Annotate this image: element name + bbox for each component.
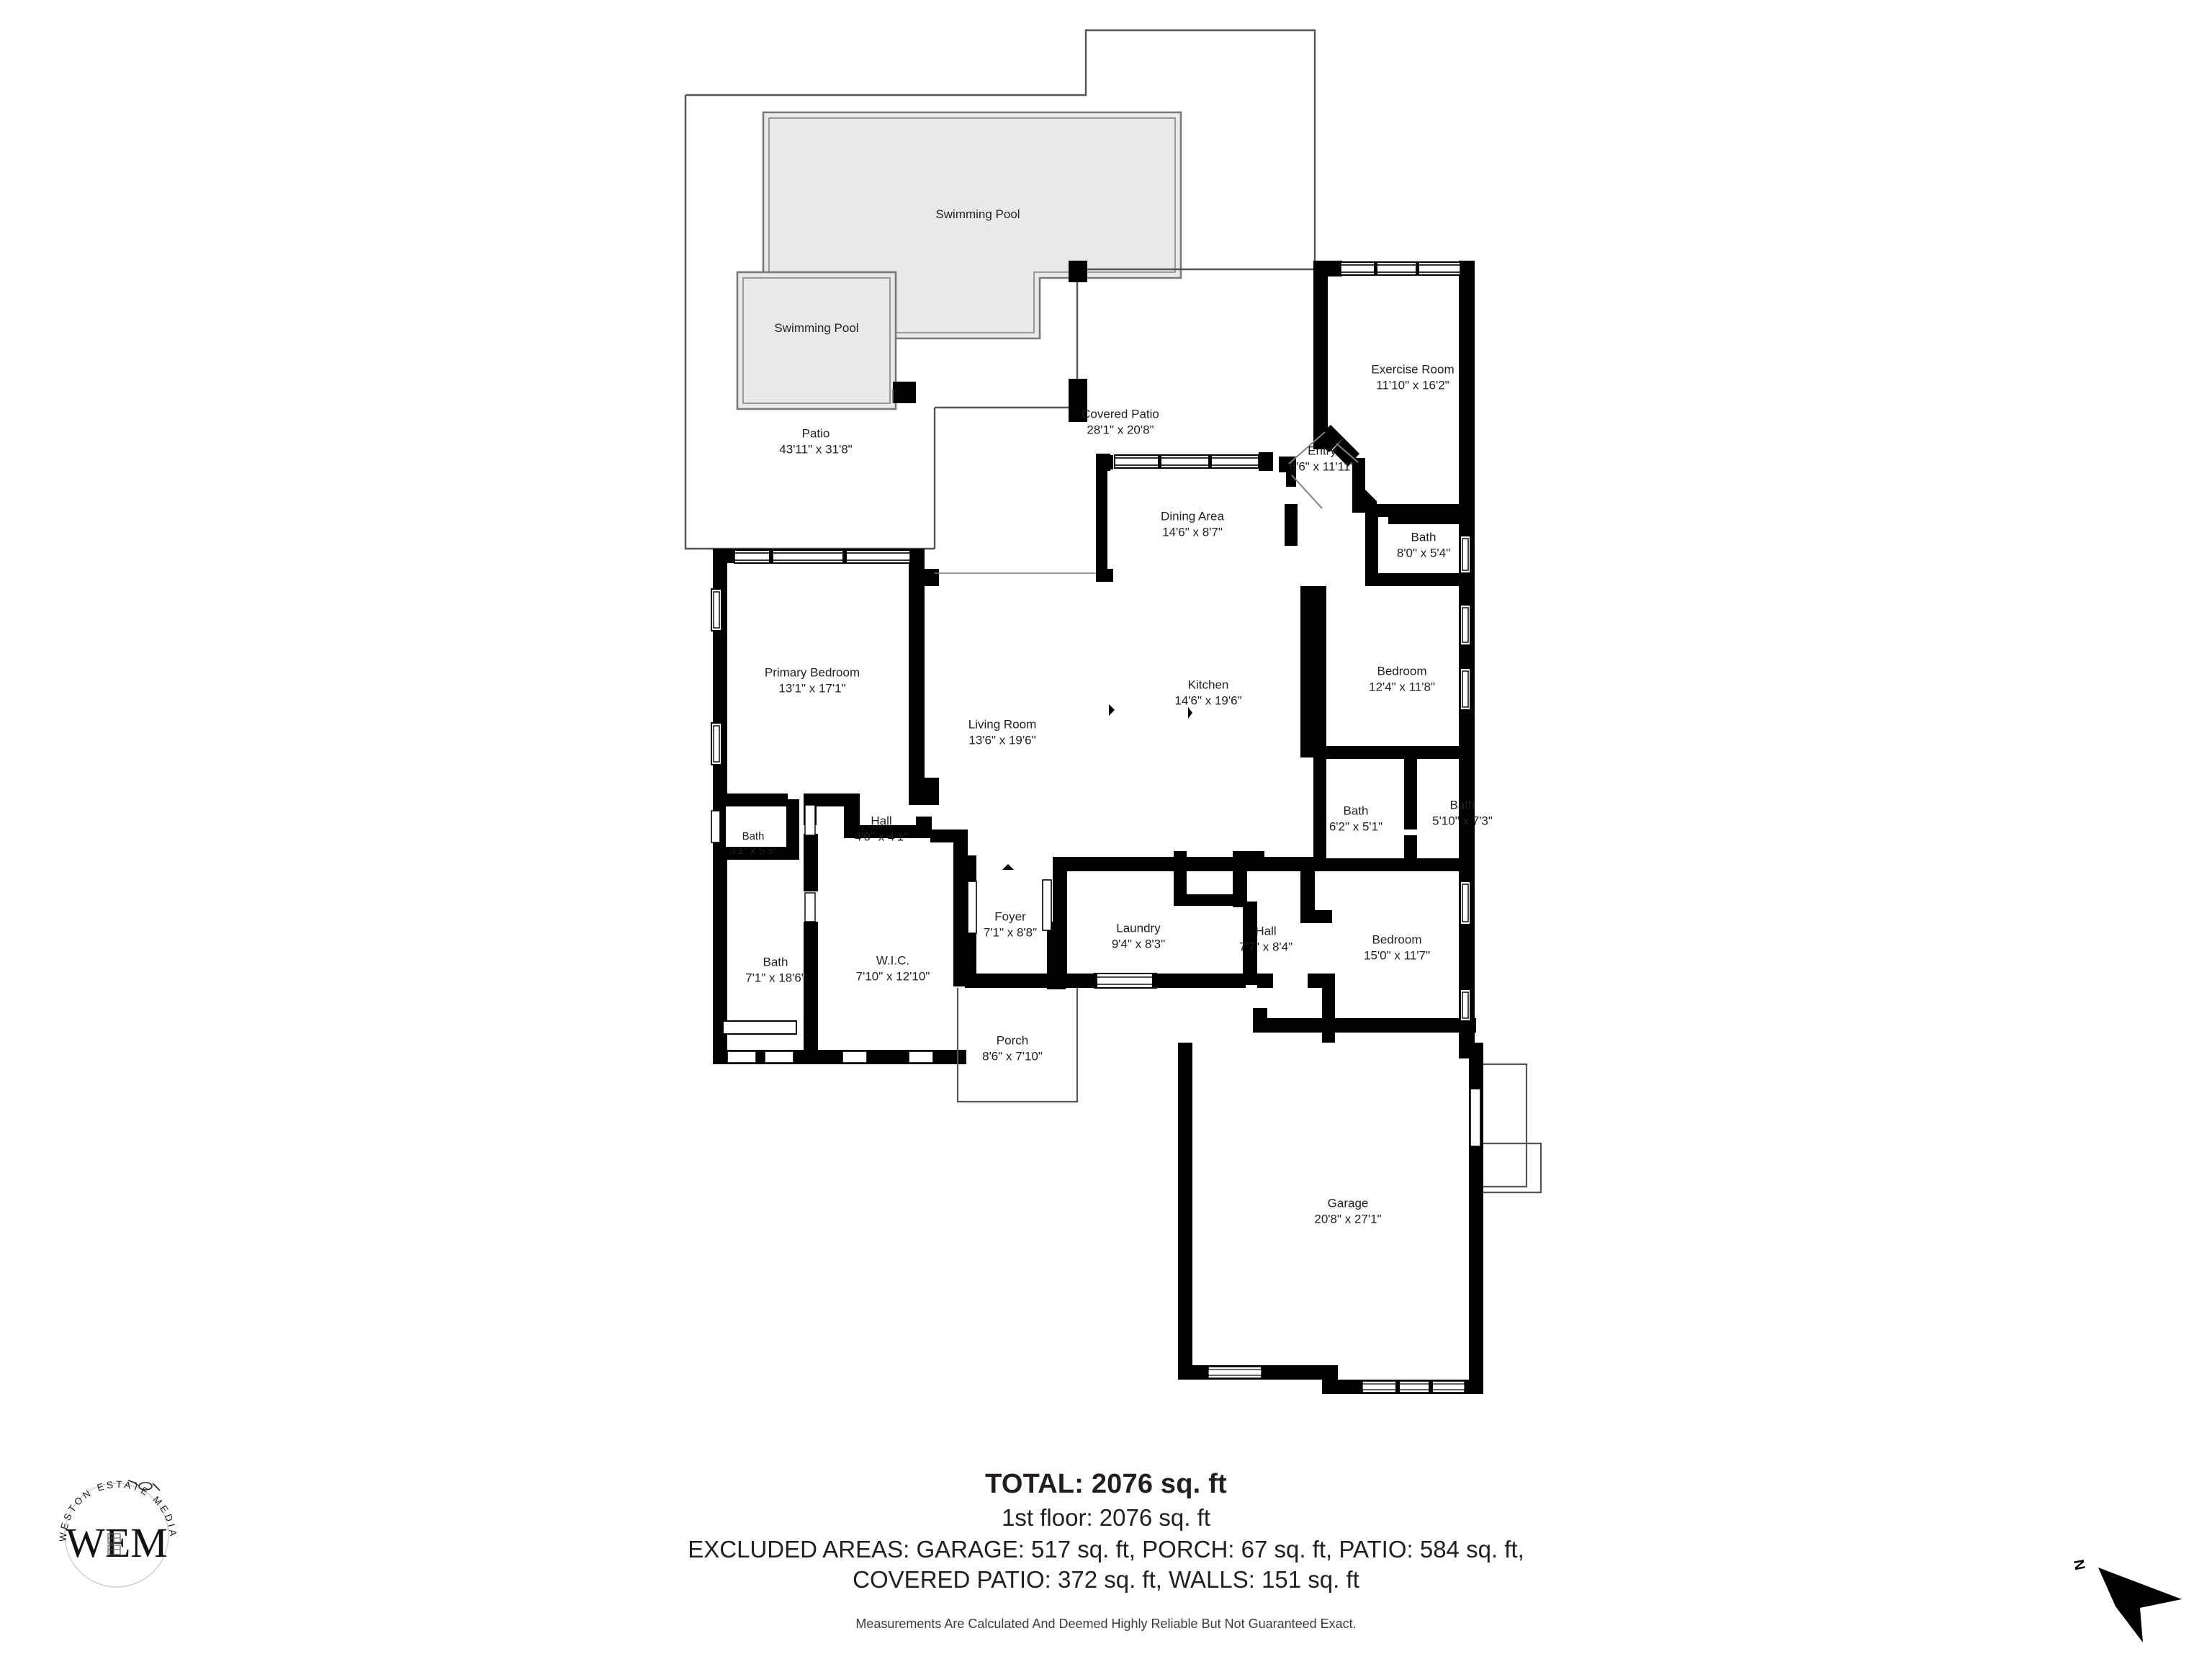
house-walls [711, 261, 1483, 1394]
total-area: TOTAL: 2076 sq. ft [985, 1469, 1227, 1499]
dimension-ticks [1002, 704, 1322, 870]
interior-light-lines [892, 389, 1096, 574]
logo-camera-icon [127, 1480, 161, 1491]
logo-window-glyphs [107, 1533, 121, 1555]
summary-footer: TOTAL: 2076 sq. ft 1st floor: 2076 sq. f… [0, 1469, 2212, 1645]
swimming-pool-spa [736, 271, 897, 410]
porch-outline [956, 988, 1079, 1103]
compass-north-label: N [2074, 1558, 2089, 1571]
measurement-disclaimer: Measurements Are Calculated And Deemed H… [855, 1617, 1357, 1632]
weston-estate-media-logo: WESTON ESTATE MEDIA WEM [58, 1479, 176, 1588]
excluded-areas-line-2: COVERED PATIO: 372 sq. ft, WALLS: 151 sq… [853, 1566, 1359, 1593]
covered-patio-corner-posts [893, 261, 1087, 422]
compass-needle-icon [2098, 1568, 2182, 1642]
north-arrow-compass: N [2074, 1558, 2182, 1642]
covered-patio-outline [933, 268, 1315, 549]
garage-side-projection [1483, 1063, 1542, 1194]
excluded-areas-line-1: EXCLUDED AREAS: GARAGE: 517 sq. ft, PORC… [688, 1536, 1524, 1563]
first-floor-area: 1st floor: 2076 sq. ft [1002, 1504, 1210, 1531]
